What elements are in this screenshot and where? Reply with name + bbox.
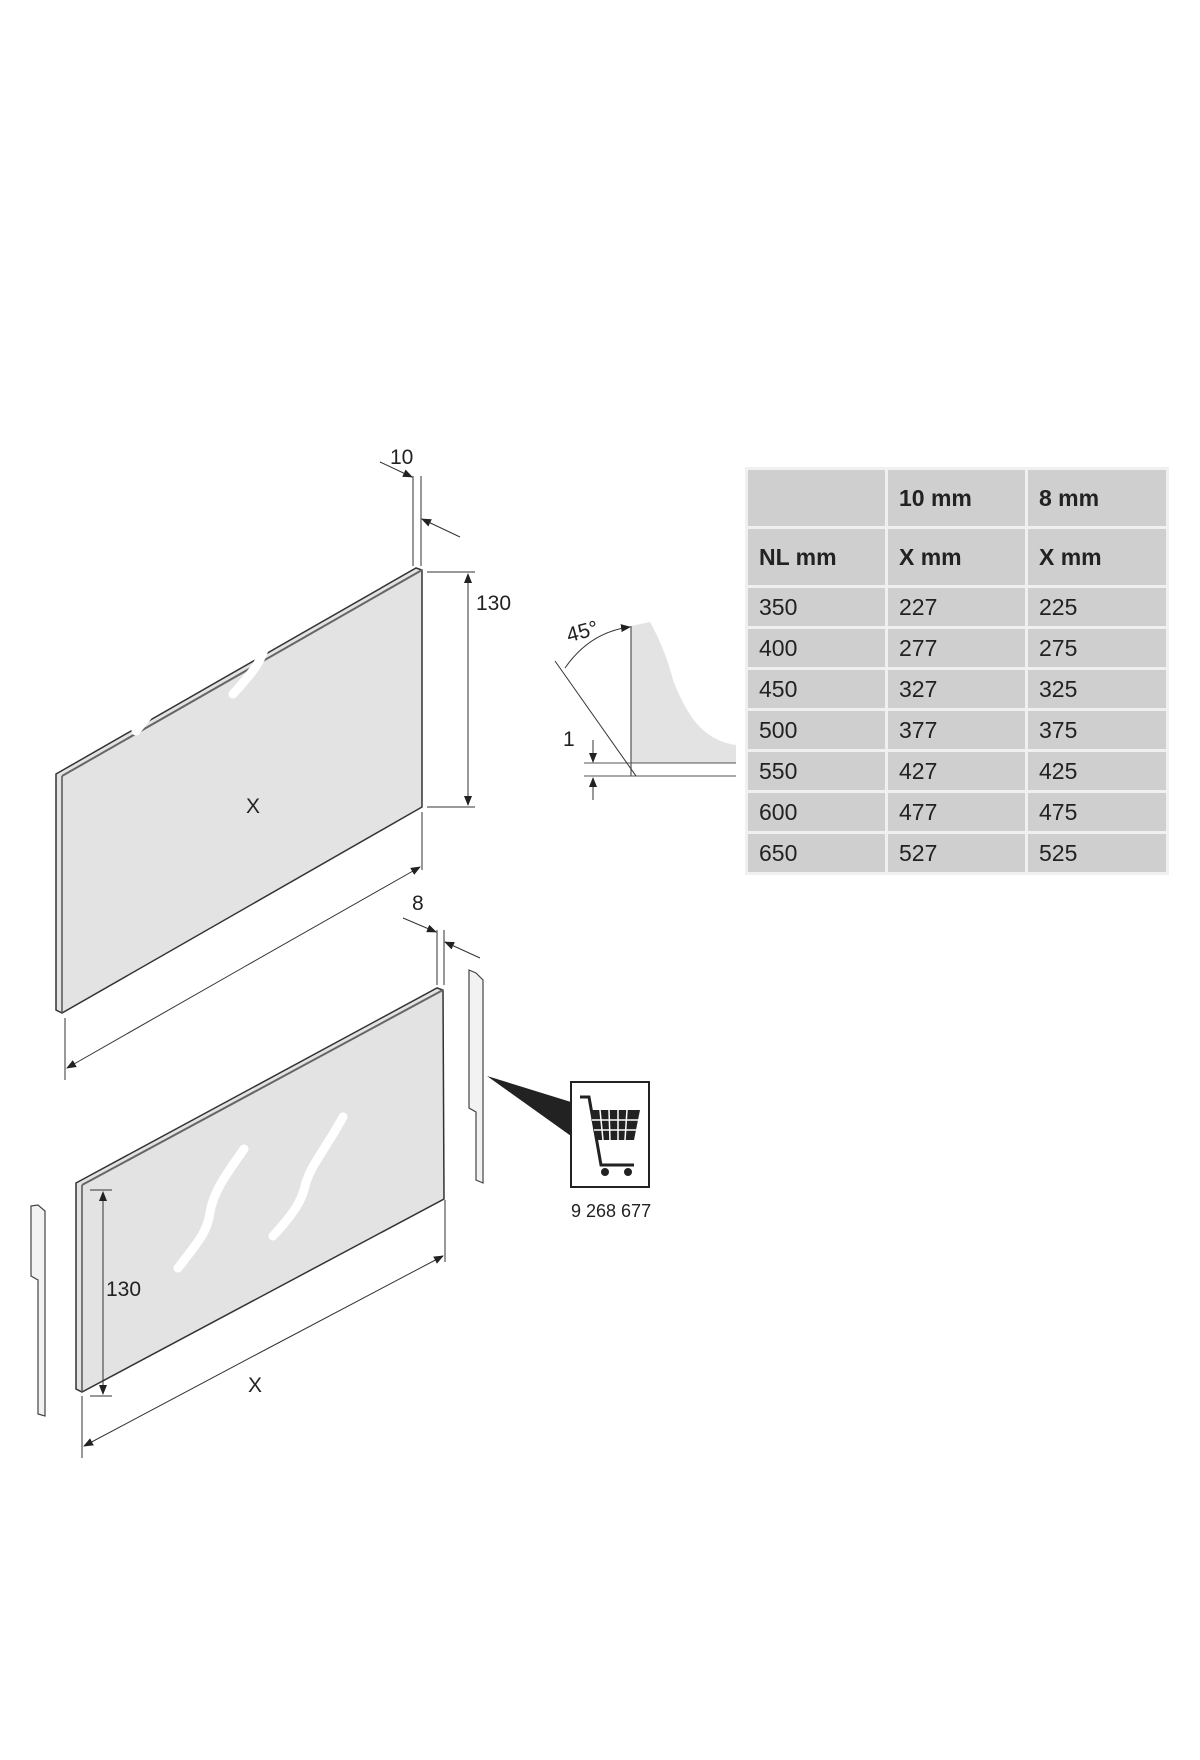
- table-cell: 377: [885, 708, 1028, 752]
- table-cell: 475: [1025, 790, 1169, 834]
- table-cell: 375: [1025, 708, 1169, 752]
- bevel-detail: [554, 622, 736, 800]
- table-cell: 477: [885, 790, 1028, 834]
- table-cell: 550: [745, 749, 888, 793]
- thickness-label-bottom: 8: [412, 892, 424, 915]
- table-header-cell: [745, 467, 888, 529]
- table-header-row: 10 mm 8 mm: [745, 467, 1169, 529]
- table-cell: 450: [745, 667, 888, 711]
- table-cell: 425: [1025, 749, 1169, 793]
- table-cell: 500: [745, 708, 888, 752]
- table-cell: 600: [745, 790, 888, 834]
- table-cell: 327: [885, 667, 1028, 711]
- table-cell: 650: [745, 831, 888, 875]
- edge-profile-strips: [30, 969, 484, 1417]
- table-header-cell: 8 mm: [1025, 467, 1169, 529]
- table-cell: 227: [885, 585, 1028, 629]
- table-header-cell: 10 mm: [885, 467, 1028, 529]
- table-cell: 325: [1025, 667, 1169, 711]
- table-cell: 527: [885, 831, 1028, 875]
- thickness-label-top: 10: [390, 446, 413, 469]
- part-number: 9 268 677: [571, 1201, 651, 1221]
- dimension-lines-top: [64, 461, 475, 1080]
- table-header-row: NL mm X mm X mm: [745, 526, 1169, 588]
- table-header-cell: X mm: [1025, 526, 1169, 588]
- bevel-offset-label: 1: [563, 728, 575, 751]
- length-label-bottom: X: [248, 1374, 262, 1397]
- table-header-cell: NL mm: [745, 526, 888, 588]
- callout-wedge: [487, 1076, 571, 1136]
- panel-10mm: [55, 567, 423, 1014]
- table-cell: 350: [745, 585, 888, 629]
- cart-icon: [570, 1081, 650, 1188]
- table-cell: 400: [745, 626, 888, 670]
- table-cell: 525: [1025, 831, 1169, 875]
- dimension-lines-bottom: [81, 917, 481, 1458]
- table-cell: 275: [1025, 626, 1169, 670]
- table-cell: 277: [885, 626, 1028, 670]
- length-label-top: X: [246, 795, 260, 818]
- bevel-angle-label: 45°: [564, 617, 601, 647]
- table-header-cell: X mm: [885, 526, 1028, 588]
- panel-8mm: [75, 987, 445, 1393]
- table-cell: 427: [885, 749, 1028, 793]
- height-label-bottom: 130: [106, 1278, 141, 1301]
- table-cell: 225: [1025, 585, 1169, 629]
- height-label-top: 130: [476, 592, 511, 615]
